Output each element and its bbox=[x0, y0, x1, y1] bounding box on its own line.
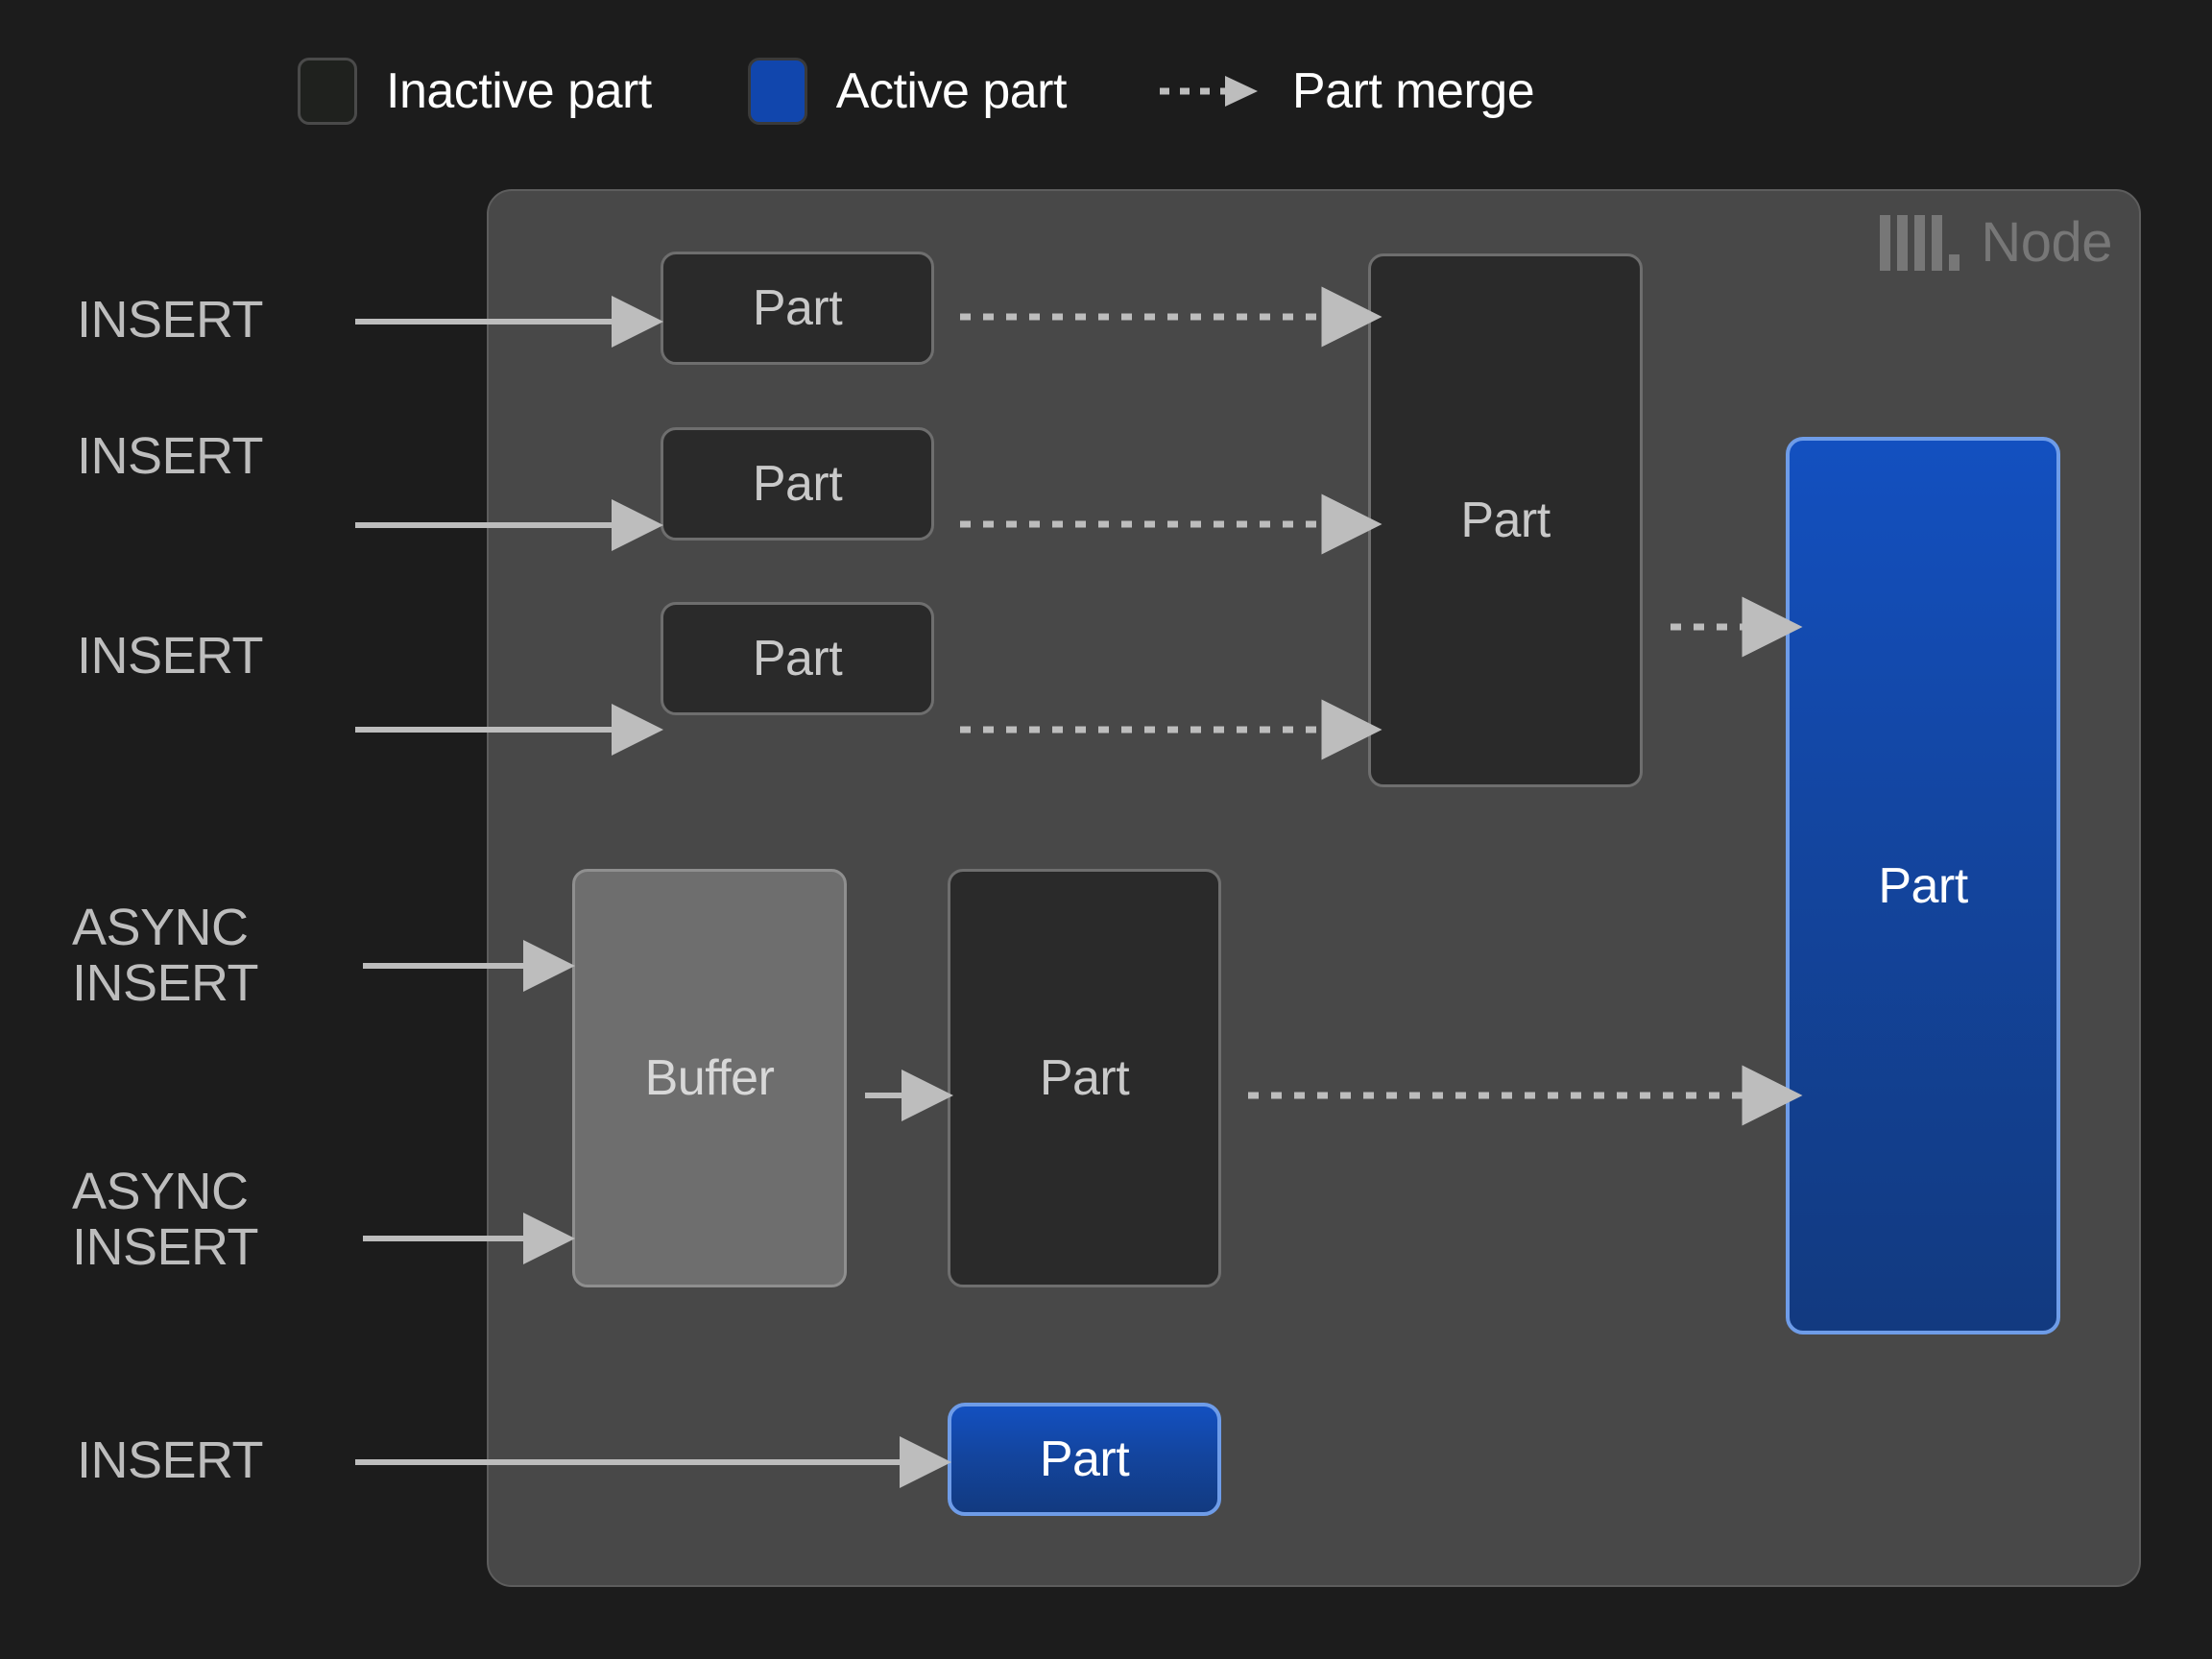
part-box-label: Part bbox=[752, 631, 843, 686]
part-box-async[interactable]: Part bbox=[948, 869, 1221, 1287]
source-label-insert-2: INSERT bbox=[77, 427, 264, 485]
part-box-label: Part bbox=[1460, 493, 1551, 548]
buffer-box[interactable]: Buffer bbox=[572, 869, 847, 1287]
part-box-active-insert[interactable]: Part bbox=[948, 1403, 1221, 1516]
source-label-insert-1: INSERT bbox=[77, 291, 264, 349]
node-label: Node bbox=[1981, 211, 2112, 274]
part-box-label: Part bbox=[752, 280, 843, 336]
part-box-label: Part bbox=[1878, 857, 1968, 914]
part-box-label: Part bbox=[1039, 1050, 1130, 1106]
part-box-insert-1[interactable]: Part bbox=[661, 252, 934, 365]
part-box-merged-active[interactable]: Part bbox=[1786, 437, 2060, 1334]
legend-label-active-part: Active part bbox=[835, 63, 1068, 119]
part-box-insert-2[interactable]: Part bbox=[661, 427, 934, 541]
legend-item-part-merge: Part merge bbox=[1158, 62, 1535, 120]
clickhouse-logo-icon bbox=[1880, 214, 1960, 271]
part-box-merged-1[interactable]: Part bbox=[1368, 253, 1643, 787]
part-box-label: Part bbox=[1039, 1431, 1130, 1487]
source-label-insert-3: INSERT bbox=[77, 627, 264, 685]
node-badge: Node bbox=[1880, 210, 2112, 275]
buffer-box-label: Buffer bbox=[644, 1050, 775, 1106]
legend-item-inactive-part: Inactive part bbox=[298, 58, 652, 125]
dashed-arrow-icon bbox=[1159, 76, 1258, 107]
part-box-label: Part bbox=[752, 456, 843, 512]
legend-item-active-part: Active part bbox=[747, 58, 1068, 125]
part-box-insert-3[interactable]: Part bbox=[661, 602, 934, 715]
source-label-async-insert-1: ASYNC INSERT bbox=[72, 899, 259, 1012]
legend-label-part-merge: Part merge bbox=[1291, 63, 1535, 119]
inactive-part-swatch-icon bbox=[298, 58, 357, 125]
legend-label-inactive-part: Inactive part bbox=[386, 63, 652, 119]
active-part-swatch-icon bbox=[747, 58, 807, 125]
legend: Inactive part Active part Part merge bbox=[298, 58, 1535, 125]
source-label-insert-4: INSERT bbox=[77, 1431, 264, 1489]
source-label-async-insert-2: ASYNC INSERT bbox=[72, 1163, 259, 1276]
